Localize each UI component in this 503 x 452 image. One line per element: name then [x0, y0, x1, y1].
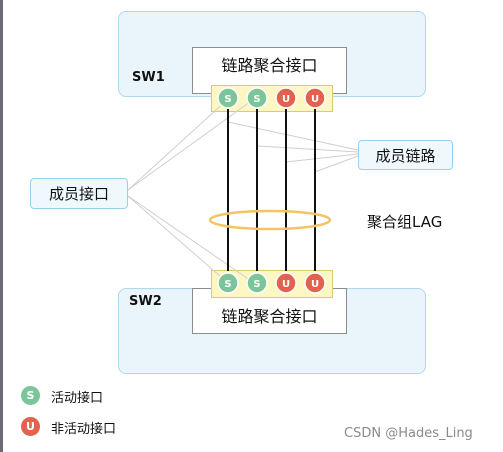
- sw2-port-4-letter: U: [311, 279, 319, 290]
- sw2-port-1-letter: S: [224, 279, 231, 290]
- member-link-line: [314, 155, 359, 173]
- sw1-port-1-active: [217, 87, 239, 109]
- sw2-port-4-inactive: [304, 272, 326, 294]
- sw1-port-4-inactive: [304, 87, 326, 109]
- member-port-line: [127, 195, 229, 284]
- sw1-port-1-letter: S: [224, 94, 231, 105]
- sw2-port-2-letter: S: [253, 279, 260, 290]
- member-port-line: [127, 98, 255, 191]
- member-port-line: [127, 98, 229, 191]
- sw1-port-2-active: [246, 87, 268, 109]
- sw2-port-3-inactive: [275, 272, 297, 294]
- lag-label: 聚合组LAG: [367, 213, 443, 231]
- switch-sw1-name: SW1: [132, 70, 165, 85]
- legend-inactive-icon: U: [21, 417, 40, 436]
- member-link-callout: 成员链路: [358, 140, 453, 170]
- sw1-port-4-letter: U: [311, 94, 319, 105]
- left-edge-bar: [0, 0, 3, 452]
- watermark: CSDN @Hades_Ling: [344, 426, 473, 441]
- lag-ring: [208, 209, 332, 231]
- sw1-port-2-letter: S: [253, 94, 260, 105]
- sw2-port-2-active: [246, 272, 268, 294]
- legend-active-label: 活动接口: [51, 391, 104, 406]
- member-port-line: [127, 195, 255, 284]
- legend-active-icon: S: [21, 386, 40, 405]
- sw1-port-3-letter: U: [282, 94, 290, 105]
- sw2-port-3-letter: U: [282, 279, 290, 290]
- member-port-callout: 成员接口: [30, 178, 128, 209]
- sw1-port-3-inactive: [275, 87, 297, 109]
- member-link-line: [257, 145, 359, 153]
- switch-sw2-name: SW2: [129, 294, 162, 309]
- legend-inactive-label: 非活动接口: [51, 422, 117, 437]
- member-link-line: [227, 121, 359, 151]
- sw2-port-1-active: [217, 272, 239, 294]
- member-link-line: [285, 153, 359, 163]
